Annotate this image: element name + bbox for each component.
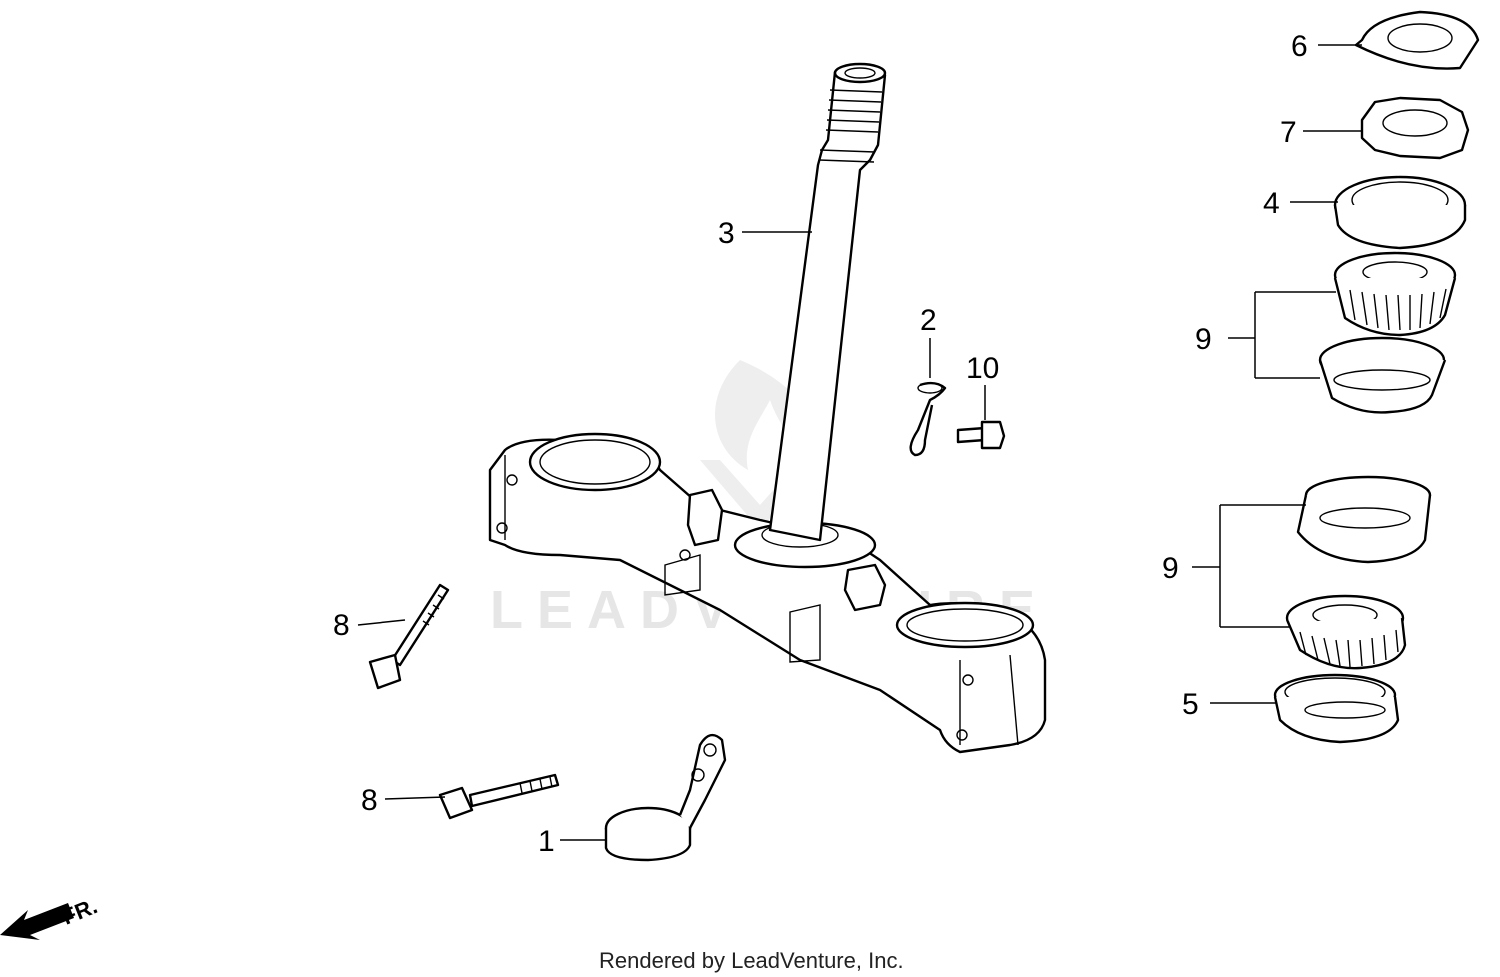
callout-10: 10 [966, 352, 999, 385]
callout-8-lower: 8 [361, 784, 378, 817]
footer-credit: Rendered by LeadVenture, Inc. [599, 948, 904, 973]
leader-lines [357, 44, 1362, 841]
callout-3: 3 [718, 217, 735, 250]
front-arrow-icon [0, 903, 74, 940]
front-label: FR. [59, 893, 101, 929]
part-1-cable-guide [604, 733, 727, 862]
part-8-bolt-lower [438, 773, 560, 820]
callouts: 3 2 10 8 8 1 6 7 4 9 9 5 [333, 30, 1308, 858]
callout-9-lower: 9 [1162, 552, 1179, 585]
part-8-bolt-upper [368, 583, 450, 690]
callout-6: 6 [1291, 30, 1308, 63]
callout-9-upper: 9 [1195, 323, 1212, 356]
callout-7: 7 [1280, 116, 1297, 149]
steering-stem-tube [768, 62, 887, 542]
steering-stem-bracket [488, 432, 1047, 754]
part-7-lock-nut [1360, 96, 1470, 160]
callout-4: 4 [1263, 187, 1280, 220]
part-9-lower-bearing [1285, 475, 1432, 670]
callout-8-upper: 8 [333, 609, 350, 642]
part-4-bearing-race [1333, 175, 1467, 250]
part-5-dust-seal [1273, 673, 1400, 744]
part-2-clip [909, 381, 947, 457]
part-10-bolt [956, 420, 1006, 450]
part-9-upper-bearing [1318, 251, 1457, 414]
front-direction-indicator: FR. [0, 893, 101, 940]
callout-1: 1 [538, 825, 555, 858]
part-6-lock-washer [1354, 10, 1480, 70]
callout-5: 5 [1182, 688, 1199, 721]
callout-2: 2 [920, 304, 937, 337]
